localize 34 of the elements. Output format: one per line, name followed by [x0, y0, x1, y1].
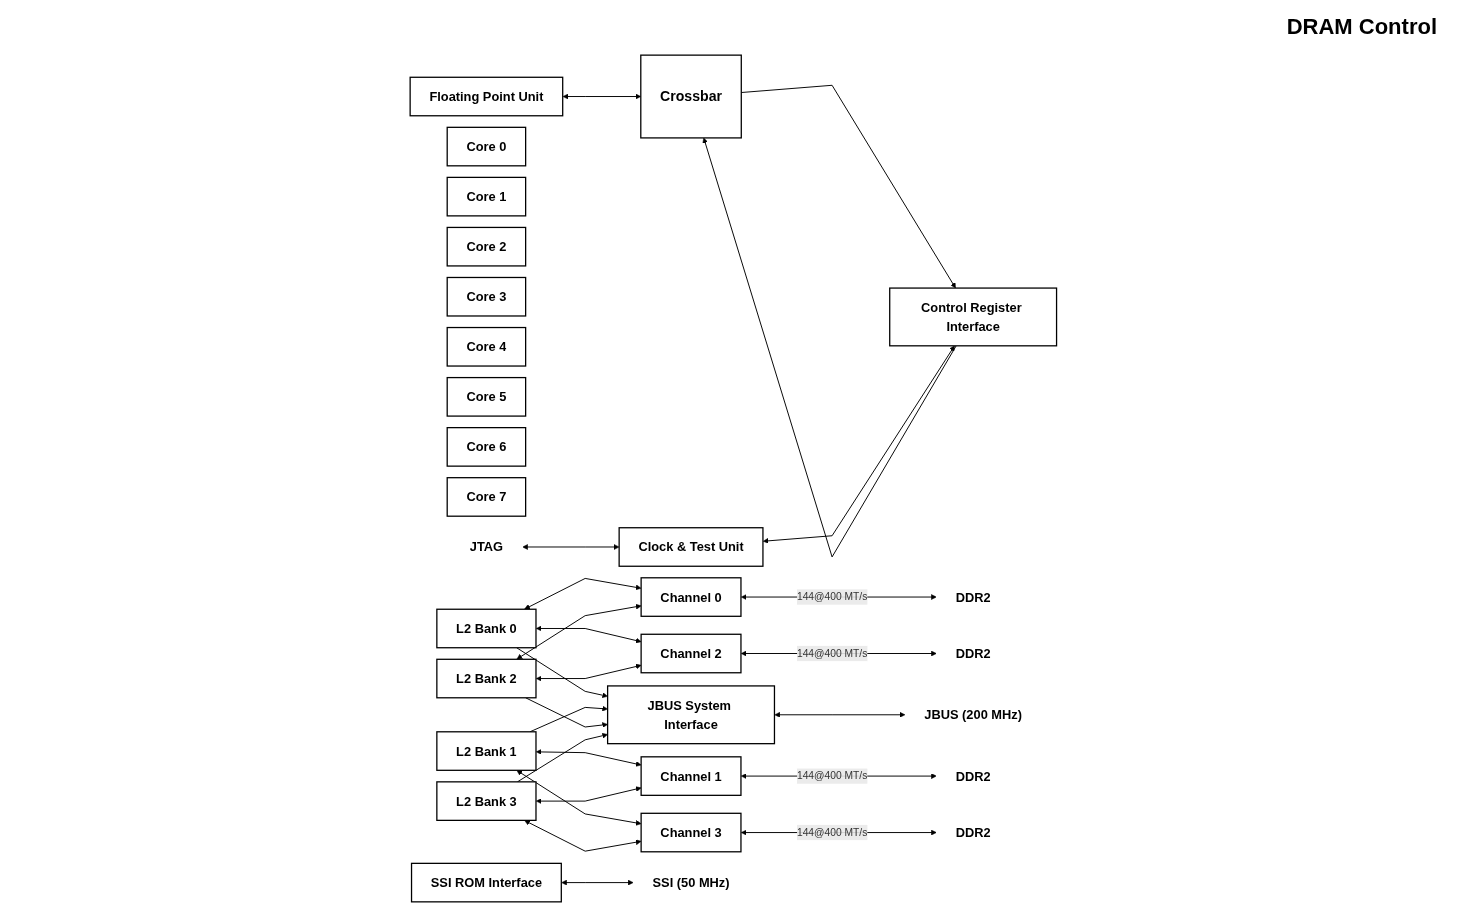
node-box: SSI ROM Interface — [411, 862, 563, 903]
node-box: Channel 0 — [640, 577, 742, 617]
node-box: Core 7 — [446, 477, 527, 517]
node-box: L2 Bank 3 — [436, 781, 537, 821]
node-text: DDR2 — [955, 825, 991, 840]
node-box: Core 0 — [446, 126, 527, 167]
edge-label: 144@400 MT/s — [797, 826, 868, 838]
node-box: Core 2 — [446, 226, 527, 267]
node-text: SSI (50 MHz) — [652, 875, 730, 890]
node-box: Core 6 — [446, 427, 527, 467]
node-box: L2 Bank 1 — [436, 731, 537, 771]
node-box: Channel 2 — [640, 633, 742, 674]
node-box: Core 5 — [446, 376, 527, 417]
node-box: Channel 1 — [640, 756, 742, 796]
node-box: Clock & Test Unit — [618, 527, 764, 567]
node-text: DDR2 — [955, 769, 991, 784]
node-text: DDR2 — [955, 646, 991, 661]
node-box: L2 Bank 0 — [436, 608, 537, 649]
group-heading: DRAM Control — [1286, 14, 1437, 40]
node-box: JBUS System Interface — [607, 685, 776, 745]
node-text: DDR2 — [955, 589, 991, 605]
node-box: Channel 3 — [640, 812, 742, 853]
node-box: Control Register Interface — [889, 287, 1058, 347]
node-text: JBUS (200 MHz) — [924, 707, 1023, 722]
edge-label: 144@400 MT/s — [797, 591, 868, 603]
edge-label: 144@400 MT/s — [797, 770, 868, 782]
node-box: Core 3 — [446, 276, 527, 317]
node-box: Floating Point Unit — [409, 76, 564, 117]
edge-label: 144@400 MT/s — [797, 647, 868, 659]
node-text: JTAG — [469, 539, 504, 555]
node-box: Crossbar — [640, 54, 743, 139]
node-box: Core 4 — [446, 326, 527, 367]
node-box: Core 1 — [446, 176, 527, 217]
node-box: L2 Bank 2 — [436, 658, 537, 699]
